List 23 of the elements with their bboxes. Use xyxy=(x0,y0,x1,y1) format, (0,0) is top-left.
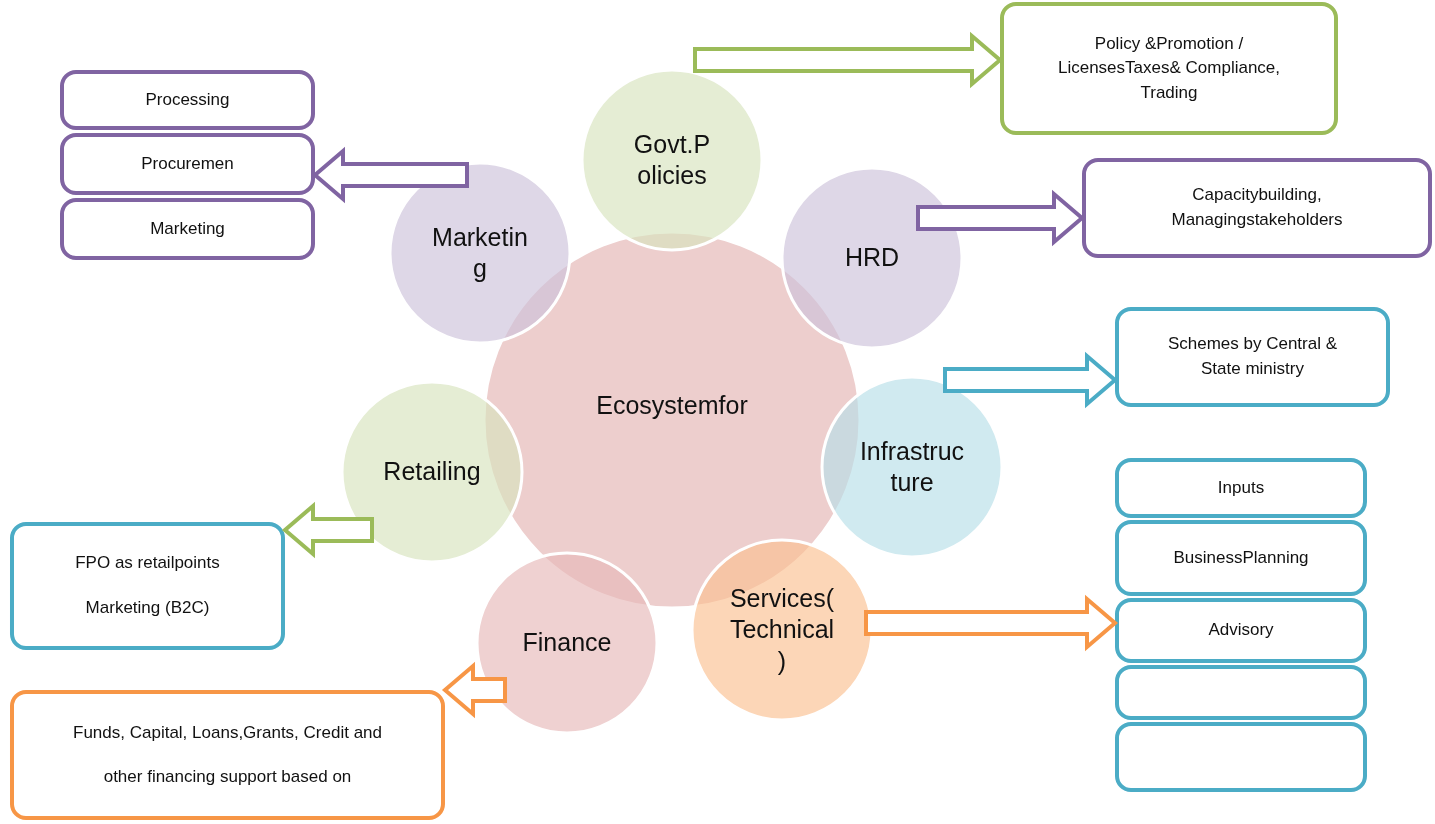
circle-label: Infrastruc ture xyxy=(858,435,966,498)
box-label: Processing xyxy=(144,88,231,111)
box-label: Schemes by Central & State ministry xyxy=(1166,333,1339,380)
box-label: BusinessPlanning xyxy=(1172,546,1310,569)
box-label: Inputs xyxy=(1216,476,1266,499)
circle-label: HRD xyxy=(843,242,901,274)
circle-label: Services( Technical ) xyxy=(728,583,836,677)
circle-label: Govt.P olicies xyxy=(632,128,712,191)
circle-label: Finance xyxy=(521,627,613,659)
box-label: Marketing (B2C) xyxy=(84,597,211,620)
block-arrow xyxy=(864,594,1119,652)
circle-label: Retailing xyxy=(382,456,482,488)
box-label: Procuremen xyxy=(140,152,235,175)
box-label: Advisory xyxy=(1207,619,1275,642)
block-arrow xyxy=(281,501,374,559)
box-label: Policy &Promotion / LicensesTaxes& Compliance, Trading xyxy=(1056,32,1282,104)
box-label: Funds, Capital, Loans,Grants, Credit and other financing support based on xyxy=(72,721,383,788)
circle-label: Marketin g xyxy=(431,221,529,284)
box-label: Capacitybuilding, Managingstakeholders xyxy=(1170,184,1344,231)
box-label: Marketing xyxy=(149,217,226,240)
circle-label: Ecosystemfor xyxy=(595,390,749,422)
box-label: FPO as retailpoints xyxy=(74,552,221,575)
block-arrow xyxy=(441,661,507,719)
